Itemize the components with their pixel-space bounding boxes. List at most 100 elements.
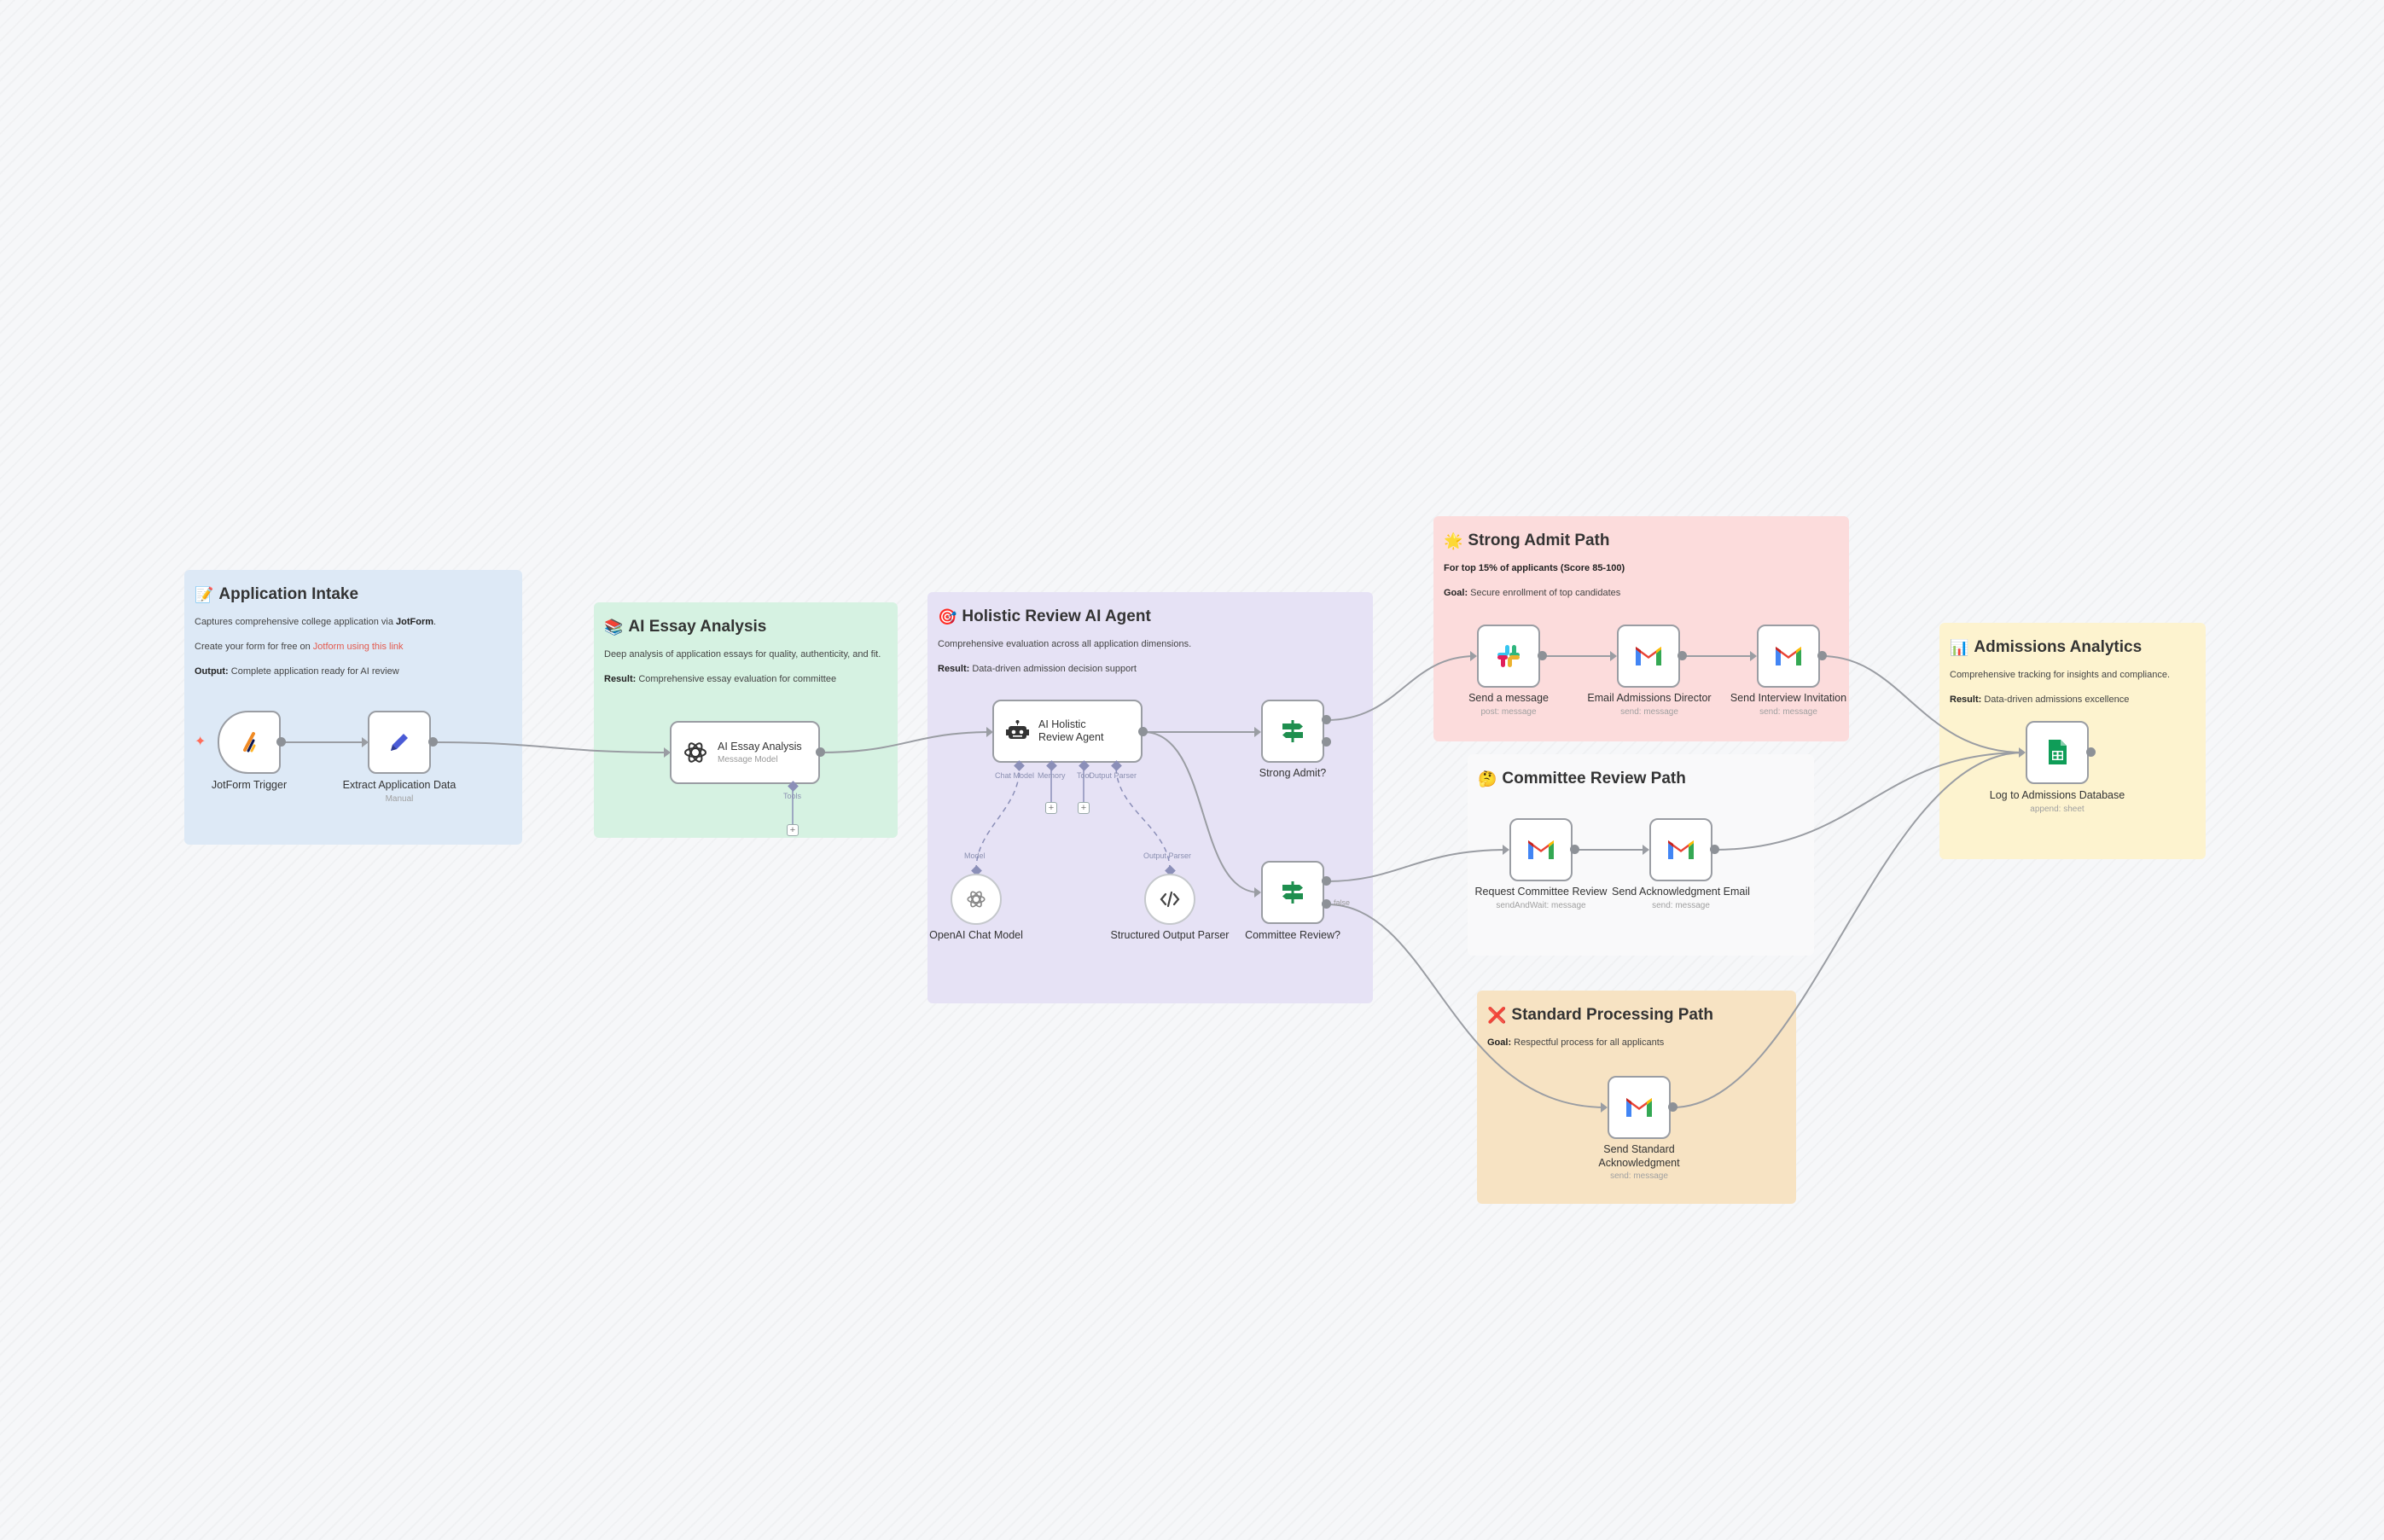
send-interview-invitation-node[interactable] <box>1757 625 1820 688</box>
slack-send-message-node[interactable] <box>1477 625 1540 688</box>
openai-chat-model-node[interactable] <box>951 874 1002 925</box>
slack-icon <box>1497 645 1520 667</box>
port-label: Output Parser <box>1089 771 1137 780</box>
output-port[interactable] <box>816 747 825 757</box>
output-port[interactable] <box>1668 1102 1678 1112</box>
code-icon <box>1160 891 1180 908</box>
output-port[interactable] <box>1538 651 1547 660</box>
sticky-text: Create your form for free on Jotform usi… <box>195 641 404 652</box>
output-port[interactable] <box>428 737 438 747</box>
sticky-text: For top 15% of applicants (Score 85-100) <box>1444 563 1625 573</box>
true-output-port[interactable] <box>1322 876 1331 886</box>
extract-application-data-node[interactable] <box>368 711 431 774</box>
port-label: Output Parser <box>1143 851 1192 860</box>
port-label: Model <box>964 851 986 860</box>
openai-icon <box>684 742 706 763</box>
true-output-port[interactable] <box>1322 715 1331 724</box>
log-to-admissions-database-node[interactable] <box>2026 721 2089 784</box>
jotform-trigger-node[interactable] <box>218 711 281 774</box>
request-committee-review-node[interactable] <box>1509 818 1573 881</box>
email-admissions-director-node[interactable] <box>1617 625 1680 688</box>
port-label: Memory <box>1038 771 1066 780</box>
sticky-text: Deep analysis of application essays for … <box>604 649 881 660</box>
gmail-icon <box>1636 647 1661 665</box>
sticky-title: 📚 AI Essay Analysis <box>604 618 767 636</box>
send-acknowledgment-email-node[interactable] <box>1649 818 1712 881</box>
gmail-icon <box>1528 840 1554 859</box>
node-label: Committee Review? <box>1245 929 1340 941</box>
sticky-title: 🌟 Strong Admit Path <box>1444 532 1610 549</box>
add-tool-button[interactable]: + <box>1078 802 1090 814</box>
thinking-face-icon: 🤔 <box>1478 770 1497 787</box>
output-port[interactable] <box>1817 651 1827 660</box>
sticky-ai-essay-analysis[interactable]: 📚 AI Essay Analysis Deep analysis of app… <box>594 602 898 838</box>
node-label: OpenAI Chat Model <box>929 929 1023 941</box>
output-port[interactable] <box>1570 845 1579 854</box>
add-memory-button[interactable]: + <box>1045 802 1057 814</box>
strong-admit-if-node[interactable] <box>1261 700 1324 763</box>
add-tool-button[interactable]: + <box>787 824 799 836</box>
sticky-application-intake[interactable]: 📝 Application Intake Captures comprehens… <box>184 570 522 845</box>
star-icon: 🌟 <box>1444 532 1463 549</box>
pencil-icon <box>391 734 408 751</box>
sticky-text: Result: Data-driven admission decision s… <box>938 663 1137 674</box>
false-output-port[interactable] <box>1322 899 1331 909</box>
jotform-icon <box>243 732 256 753</box>
sticky-title: ❌ Standard Processing Path <box>1487 1006 1713 1024</box>
sticky-text: Output: Complete application ready for A… <box>195 665 399 677</box>
committee-review-if-node[interactable] <box>1261 861 1324 924</box>
sticky-text: Goal: Secure enrollment of top candidate… <box>1444 587 1621 598</box>
ai-essay-analysis-node[interactable]: AI Essay Analysis Message Model <box>670 721 820 784</box>
sticky-title: 🤔 Committee Review Path <box>1478 770 1686 787</box>
false-output-port[interactable] <box>1322 737 1331 747</box>
node-title: AI Essay Analysis <box>718 741 802 753</box>
books-icon: 📚 <box>604 618 624 636</box>
target-icon: 🎯 <box>938 607 957 625</box>
bar-chart-icon: 📊 <box>1950 638 1969 656</box>
trigger-star-icon: ✦ <box>195 735 206 749</box>
node-subtitle: Message Model <box>718 755 778 764</box>
branch-sign-icon <box>1282 720 1303 742</box>
sticky-title: 📝 Application Intake <box>195 585 359 603</box>
port-label: Chat Model <box>995 771 1035 780</box>
port-label: Tool <box>1077 771 1091 780</box>
sticky-text: Result: Comprehensive essay evaluation f… <box>604 673 837 684</box>
gmail-icon <box>1776 647 1801 665</box>
jotform-link[interactable]: Jotform using this link <box>312 641 404 652</box>
ai-holistic-review-agent-node[interactable]: AI Holistic Review Agent <box>992 700 1143 763</box>
gmail-icon <box>1668 840 1694 859</box>
sticky-title: 🎯 Holistic Review AI Agent <box>938 607 1151 625</box>
sticky-text: Comprehensive tracking for insights and … <box>1950 670 2171 680</box>
output-port[interactable] <box>1138 727 1148 736</box>
node-label: JotForm Trigger <box>211 779 288 791</box>
memo-icon: 📝 <box>195 585 214 603</box>
port-label: Tools <box>783 792 802 800</box>
robot-icon <box>1006 720 1029 739</box>
branch-label: false <box>1334 898 1351 907</box>
gmail-icon <box>1626 1098 1652 1117</box>
output-port[interactable] <box>1678 651 1687 660</box>
sticky-title: 📊 Admissions Analytics <box>1950 638 2143 656</box>
output-port[interactable] <box>2086 747 2096 757</box>
node-title: AI Holistic Review Agent <box>1038 718 1104 743</box>
node-label: Strong Admit? <box>1259 767 1327 779</box>
output-port[interactable] <box>276 737 286 747</box>
send-standard-acknowledgment-node[interactable] <box>1608 1076 1671 1139</box>
openai-icon <box>967 891 986 908</box>
sticky-text: Comprehensive evaluation across all appl… <box>938 639 1192 649</box>
node-label: Structured Output Parser <box>1110 929 1230 941</box>
sticky-text: Captures comprehensive college applicati… <box>195 617 437 627</box>
structured-output-parser-node[interactable] <box>1144 874 1195 925</box>
output-port[interactable] <box>1710 845 1719 854</box>
google-sheets-icon <box>2049 740 2067 764</box>
cross-mark-icon: ❌ <box>1487 1006 1507 1024</box>
sticky-text: Result: Data-driven admissions excellenc… <box>1950 694 2130 705</box>
